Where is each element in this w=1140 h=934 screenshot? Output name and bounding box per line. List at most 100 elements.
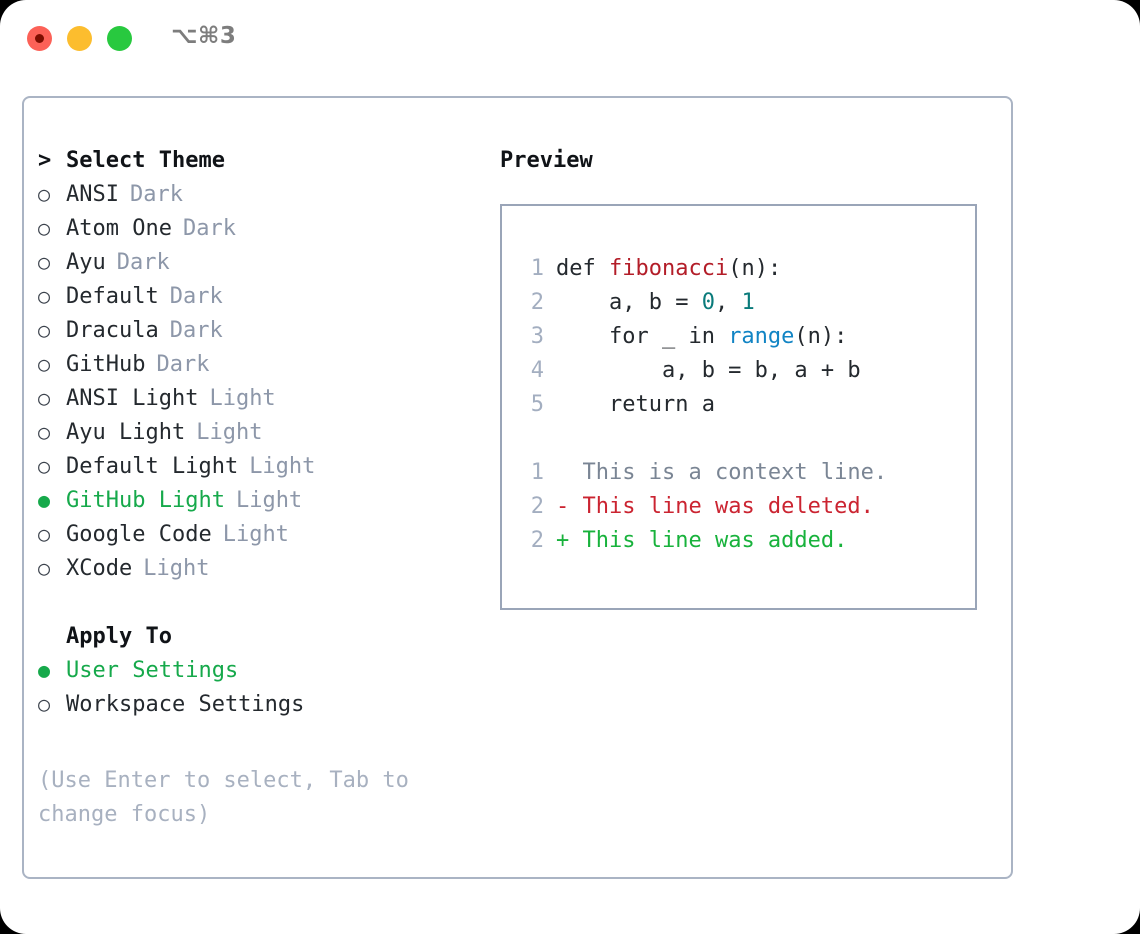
theme-list-item[interactable]: ○ XCode Light <box>38 556 478 590</box>
diff-text: This line was added. <box>582 528 848 553</box>
theme-list-item[interactable]: ○ Ayu Light Light <box>38 420 478 454</box>
theme-list-header-label: Select Theme <box>66 148 225 173</box>
code-line: 4 a, b = b, a + b <box>518 358 975 392</box>
theme-name-label: Google Code <box>66 522 212 547</box>
theme-list-item[interactable]: ○ ANSI Light Light <box>38 386 478 420</box>
code-token: 0 <box>701 290 715 315</box>
theme-name-label: Ayu Light <box>66 420 186 445</box>
code-token: , <box>714 290 742 315</box>
radio-selected-icon: ● <box>38 488 51 512</box>
theme-name-label: XCode <box>66 556 133 581</box>
theme-name-label: ANSI <box>66 182 119 207</box>
radio-unselected-icon: ○ <box>38 216 51 240</box>
theme-list-item[interactable]: ○ ANSI Dark <box>38 182 478 216</box>
diff-text: This line was deleted. <box>582 494 874 519</box>
close-button[interactable] <box>27 26 52 51</box>
radio-unselected-icon: ○ <box>38 352 51 376</box>
radio-unselected-icon: ○ <box>38 386 51 410</box>
theme-list-item[interactable]: ○ Atom One Dark <box>38 216 478 250</box>
theme-variant-badge: Light <box>249 454 316 479</box>
theme-variant-badge: Light <box>222 522 289 547</box>
radio-unselected-icon: ○ <box>38 420 51 444</box>
theme-variant-badge: Light <box>196 420 263 445</box>
code-token: range <box>728 324 795 349</box>
theme-variant-badge: Dark <box>129 182 183 207</box>
code-token: (n): <box>728 256 782 281</box>
theme-list-item[interactable]: ○ Default Light Light <box>38 454 478 488</box>
theme-name-label: Default <box>66 284 159 309</box>
theme-name-label: Atom One <box>66 216 172 241</box>
list-spacer <box>38 590 478 624</box>
code-diff-spacer <box>518 426 975 460</box>
apply-to-option[interactable]: ● User Settings <box>38 658 478 692</box>
apply-to-header: Apply To <box>38 624 478 658</box>
diff-marker: - <box>556 494 583 519</box>
diff-text: This is a context line. <box>582 460 888 485</box>
theme-variant-badge: Dark <box>182 216 236 241</box>
line-number: 2 <box>530 494 544 519</box>
theme-variant-badge: Light <box>209 386 276 411</box>
title-bar: ⌥⌘3 <box>0 0 1140 76</box>
theme-variant-badge: Dark <box>116 250 170 275</box>
radio-unselected-icon: ○ <box>38 182 51 206</box>
prompt-caret-icon: > <box>38 148 52 173</box>
radio-selected-icon: ● <box>38 658 51 682</box>
theme-list-item[interactable]: ○ Ayu Dark <box>38 250 478 284</box>
theme-name-label: ANSI Light <box>66 386 199 411</box>
theme-name-label: Dracula <box>66 318 159 343</box>
code-token: return a <box>556 392 715 417</box>
radio-unselected-icon: ○ <box>38 318 51 342</box>
diff-marker: + <box>556 528 583 553</box>
line-number: 3 <box>530 324 544 349</box>
radio-unselected-icon: ○ <box>38 556 51 580</box>
code-token: a, b = <box>556 290 702 315</box>
theme-variant-badge: Light <box>235 488 303 513</box>
theme-name-label: Ayu <box>66 250 106 275</box>
apply-to-option-label: User Settings <box>66 658 239 683</box>
theme-list-item[interactable]: ○ GitHub Dark <box>38 352 478 386</box>
theme-name-label: Default Light <box>66 454 239 479</box>
line-number: 2 <box>530 528 544 553</box>
radio-unselected-icon: ○ <box>38 250 51 274</box>
theme-variant-badge: Light <box>143 556 210 581</box>
code-line: 5 return a <box>518 392 975 426</box>
radio-unselected-icon: ○ <box>38 454 51 478</box>
line-number: 1 <box>530 256 544 281</box>
preview-title: Preview <box>500 148 593 173</box>
diff-marker <box>556 460 583 485</box>
maximize-button[interactable] <box>107 26 132 51</box>
theme-list-header: > Select Theme <box>38 148 478 182</box>
code-line: 2 a, b = 0, 1 <box>518 290 975 324</box>
line-number: 2 <box>530 290 544 315</box>
code-token: (n): <box>794 324 848 349</box>
radio-unselected-icon: ○ <box>38 692 51 716</box>
code-line: 3 for _ in range(n): <box>518 324 975 358</box>
keyboard-hint: (Use Enter to select, Tab to change focu… <box>38 768 409 827</box>
apply-to-option-label: Workspace Settings <box>66 692 305 717</box>
theme-variant-badge: Dark <box>156 352 210 377</box>
apply-to-option[interactable]: ○ Workspace Settings <box>38 692 478 726</box>
diff-sample: 1 This is a context line.2- This line wa… <box>518 460 975 562</box>
close-icon <box>35 34 44 43</box>
theme-variant-badge: Dark <box>169 318 223 343</box>
code-token: def <box>556 256 609 281</box>
theme-list-item[interactable]: ○ Dracula Dark <box>38 318 478 352</box>
apply-to-list: ● User Settings ○ Workspace Settings <box>38 658 478 726</box>
code-token: 1 <box>741 290 755 315</box>
diff-line: 1 This is a context line. <box>518 460 975 494</box>
code-token: for _ in <box>556 324 729 349</box>
minimize-button[interactable] <box>67 26 92 51</box>
theme-name-label: GitHub <box>66 352 146 377</box>
apply-to-header-label: Apply To <box>66 624 172 649</box>
radio-unselected-icon: ○ <box>38 284 51 308</box>
